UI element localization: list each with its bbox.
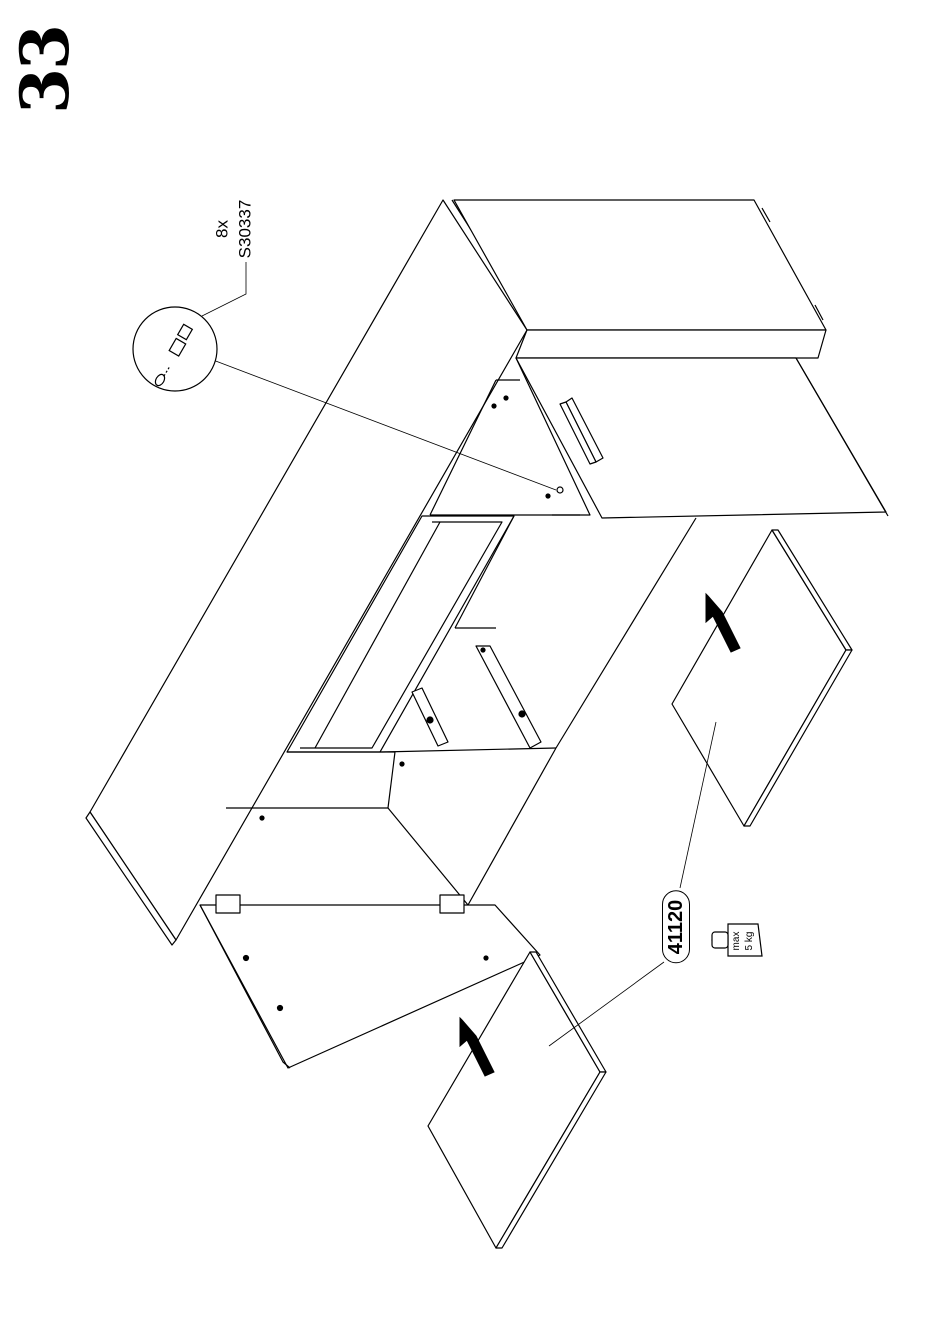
drawer-runner [476,646,541,748]
upper-door [516,358,886,518]
weight-max-label: max [732,932,742,951]
weight-value-label: 5 kg [745,932,755,951]
step-number: 33 [12,26,78,114]
panel-part-number: 41120 [662,891,690,964]
part-code: S30337 [237,200,254,259]
hinge [440,895,464,913]
shelf-panel-upper [672,530,846,826]
part-quantity: 8x [214,220,231,238]
hinge [216,895,240,913]
side-block-face [516,330,826,358]
shelf-panel-lower [428,952,600,1248]
